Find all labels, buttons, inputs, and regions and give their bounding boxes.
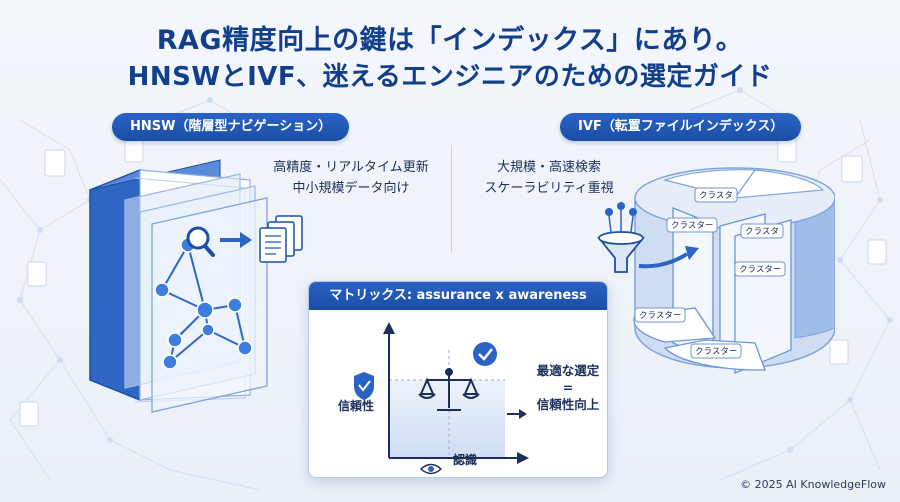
check-icon — [473, 342, 497, 366]
section-divider — [451, 145, 452, 253]
svg-text:クラスター: クラスター — [639, 311, 681, 321]
copyright: © 2025 AI KnowledgeFlow — [740, 478, 886, 491]
matrix-title: マトリックス: assurance x awareness — [309, 282, 607, 310]
result-equals: = — [562, 380, 574, 395]
ivf-feature-2: スケーラビリティ重視 — [484, 181, 614, 196]
svg-text:クラスタ: クラスタ — [745, 227, 779, 237]
arrow-icon — [638, 246, 699, 269]
svg-text:クラスター: クラスター — [671, 221, 713, 231]
svg-text:クラスター: クラスター — [739, 265, 781, 275]
page-title-line2: HNSWとIVF、迷えるエンジニアのための選定ガイド — [127, 62, 773, 92]
hnsw-label-pill: HNSW（階層型ナビゲーション） — [112, 113, 350, 141]
cluster-tag: クラスタ — [740, 223, 784, 239]
page-title-line1: RAG精度向上の鍵は「インデックス」にあり。 — [156, 25, 744, 56]
scale-icon — [418, 368, 480, 411]
result-line2: 信頼性向上 — [536, 397, 600, 412]
cluster-tag: クラスター — [634, 307, 686, 323]
arrow-icon — [220, 232, 252, 248]
ivf-features: 大規模・高速検索 スケーラビリティ重視 — [468, 157, 630, 199]
ivf-label-pill: IVF（転置ファイルインデックス） — [560, 113, 802, 141]
matrix-y-label: 信頼性 — [338, 399, 375, 413]
matrix-x-label: 認識 — [453, 453, 478, 467]
arrow-icon — [507, 409, 527, 419]
funnel-icon — [597, 202, 645, 273]
cluster-tag: クラスタ — [694, 187, 738, 203]
result-line1: 最適な選定 — [536, 363, 600, 378]
cluster-tag: クラスター — [666, 217, 718, 233]
hnsw-illustration — [89, 159, 303, 413]
cluster-tag: クラスター — [690, 343, 742, 359]
matrix-result: 最適な選定 = 信頼性向上 — [528, 362, 608, 413]
magnifier-icon — [186, 226, 215, 257]
matrix-chart — [354, 322, 529, 475]
eye-icon — [419, 463, 443, 475]
svg-text:クラスタ: クラスタ — [699, 191, 733, 201]
matrix-card: マトリックス: assurance x awareness — [308, 281, 608, 478]
cluster-tag: クラスター — [734, 261, 786, 277]
hnsw-feature-2: 中小規模データ向け — [292, 181, 410, 196]
svg-text:クラスター: クラスター — [695, 347, 737, 357]
ivf-illustration: クラスタ クラスター クラスタ クラスター クラスター クラスター — [597, 167, 835, 374]
document-icon — [259, 215, 303, 263]
hnsw-features: 高精度・リアルタイム更新 中小規模データ向け — [265, 157, 437, 199]
shield-icon — [354, 372, 374, 400]
ivf-feature-1: 大規模・高速検索 — [496, 160, 601, 175]
hnsw-feature-1: 高精度・リアルタイム更新 — [273, 160, 429, 175]
